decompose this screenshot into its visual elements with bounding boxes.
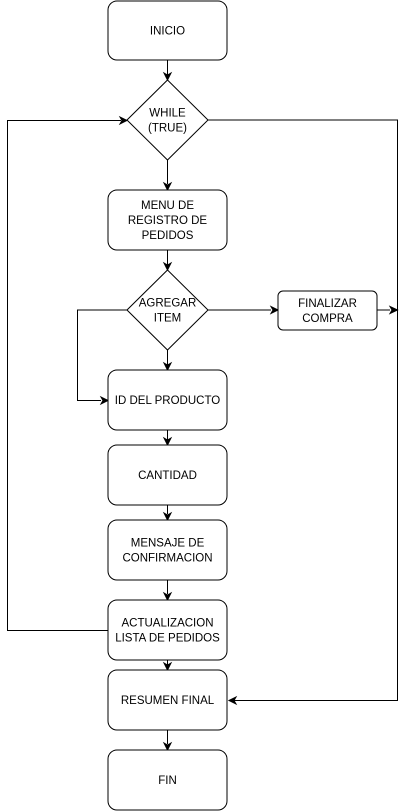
node-label: MENU DE REGISTRO DE PEDIDOS <box>128 200 208 242</box>
node-label: WHILE (TRUE) <box>148 108 187 135</box>
node-label-line: LISTA DE PEDIDOS <box>115 633 220 645</box>
node-label-line: ID DEL PRODUCTO <box>115 395 220 407</box>
arrowhead-finalizar <box>269 305 280 315</box>
arrowheads <box>99 71 399 752</box>
node-resumen: RESUMEN FINAL <box>107 669 228 731</box>
node-label: ACTUALIZACION LISTA DE PEDIDOS <box>115 618 220 645</box>
arrowhead-cantidad <box>162 436 173 447</box>
node-label-line: FINALIZAR <box>298 298 357 310</box>
arrowhead-menu <box>162 181 173 192</box>
arrowhead-while-loop <box>118 115 129 126</box>
node-inicio: INICIO <box>107 0 228 61</box>
node-label: FINALIZAR COMPRA <box>298 298 357 325</box>
node-label-line: PEDIDOS <box>142 230 194 242</box>
edge-actualizacion-while-loop <box>7 120 121 631</box>
arrowhead-while <box>162 71 173 82</box>
node-label-line: RESUMEN FINAL <box>121 695 215 707</box>
arrowhead-finalizar-main <box>388 305 399 315</box>
node-finalizar: FINALIZAR COMPRA <box>277 290 378 331</box>
node-agregar: AGREGAR ITEM <box>126 269 209 351</box>
node-mensaje: MENSAJE DE CONFIRMACION <box>107 519 228 581</box>
node-fin: FIN <box>107 749 228 811</box>
node-label-line: AGREGAR <box>139 298 197 310</box>
edge-while-resumen <box>208 119 398 701</box>
arrowhead-resumen-side <box>227 695 238 706</box>
node-actualizacion: ACTUALIZACION LISTA DE PEDIDOS <box>107 599 228 661</box>
node-label-line: COMPRA <box>302 313 353 325</box>
node-cantidad: CANTIDAD <box>107 444 228 506</box>
node-label: INICIO <box>150 26 185 38</box>
arrowhead-resumen <box>162 661 173 672</box>
node-while: WHILE (TRUE) <box>126 79 209 161</box>
node-label-line: FIN <box>158 775 177 787</box>
arrowhead-agregar <box>162 261 173 272</box>
node-label-line: ITEM <box>154 313 181 325</box>
node-label: FIN <box>158 775 177 787</box>
node-label-line: INICIO <box>150 26 185 38</box>
node-label-line: REGISTRO DE <box>128 215 208 227</box>
arrowhead-mensaje <box>162 511 173 522</box>
node-label-line: WHILE <box>149 108 186 120</box>
node-label-line: (TRUE) <box>148 123 187 135</box>
node-label-line: ACTUALIZACION <box>121 618 213 630</box>
arrowhead-actualizacion <box>162 591 173 602</box>
node-label-line: CANTIDAD <box>138 470 197 482</box>
node-label: AGREGAR ITEM <box>139 298 197 325</box>
node-label-line: MENU DE <box>141 200 194 212</box>
edge-agregar-idproducto-side <box>77 309 128 401</box>
node-label: CANTIDAD <box>138 470 197 482</box>
node-label: RESUMEN FINAL <box>121 695 215 707</box>
node-label: MENSAJE DE CONFIRMACION <box>122 538 212 565</box>
node-menu: MENU DE REGISTRO DE PEDIDOS <box>107 189 228 251</box>
node-label-line: MENSAJE DE <box>131 538 205 550</box>
node-label: ID DEL PRODUCTO <box>115 395 220 407</box>
node-label-line: CONFIRMACION <box>122 553 212 565</box>
arrowhead-idproducto <box>162 361 173 372</box>
arrowhead-fin <box>162 741 173 752</box>
arrowhead-idproducto-side <box>99 395 110 406</box>
node-id-producto: ID DEL PRODUCTO <box>107 369 228 431</box>
